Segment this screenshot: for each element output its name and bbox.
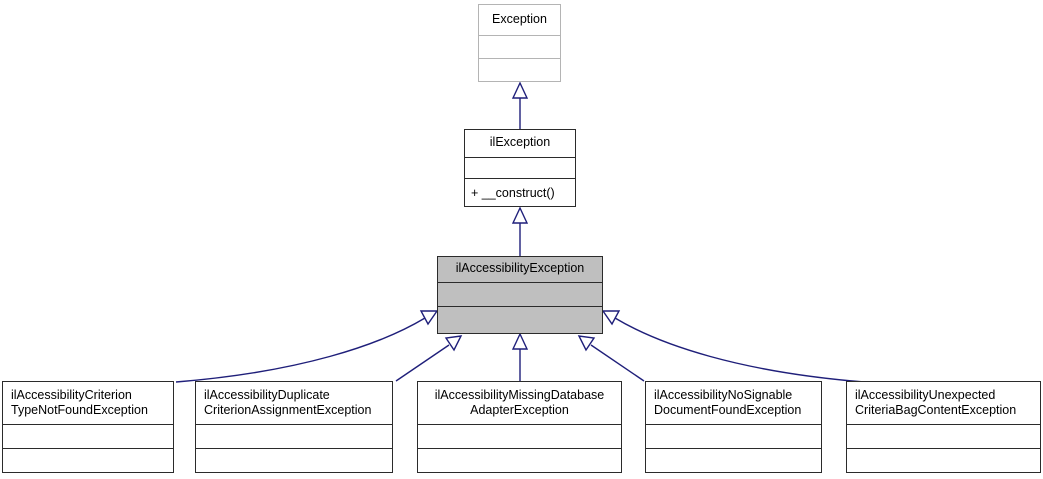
class-operations-ilaccessibilitynosignabledocumentfoundexception bbox=[646, 449, 821, 472]
edge-nosignabledocumentfound-to-parent bbox=[577, 335, 645, 382]
class-node-ilaccessibilitycriteriontypenotfoundexception[interactable]: ilAccessibilityCriterion TypeNotFoundExc… bbox=[2, 381, 174, 473]
edge-ilexception-to-exception bbox=[511, 81, 529, 129]
class-name-ilaccessibilitymissingdatabaseadapterexception: ilAccessibilityMissingDatabase AdapterEx… bbox=[418, 382, 621, 425]
class-attributes-exception bbox=[479, 36, 560, 59]
class-attributes-ilaccessibilityunexpectedcriteriabagcontentexception bbox=[847, 425, 1040, 449]
edge-duplicatecriterionassignment-to-parent bbox=[395, 335, 463, 382]
class-node-ilaccessibilityexception[interactable]: ilAccessibilityException bbox=[437, 256, 603, 334]
class-attributes-ilaccessibilitymissingdatabaseadapterexception bbox=[418, 425, 621, 449]
class-name-ilaccessibilityduplicatecriterionassignmentexception: ilAccessibilityDuplicate CriterionAssign… bbox=[196, 382, 392, 425]
class-attributes-ilaccessibilityduplicatecriterionassignmentexception bbox=[196, 425, 392, 449]
class-attributes-ilaccessibilitycriteriontypenotfoundexception bbox=[3, 425, 173, 449]
class-name-ilaccessibilitycriteriontypenotfoundexception: ilAccessibilityCriterion TypeNotFoundExc… bbox=[3, 382, 173, 425]
class-node-ilaccessibilityunexpectedcriteriabagcontentexception[interactable]: ilAccessibilityUnexpected CriteriaBagCon… bbox=[846, 381, 1041, 473]
class-node-ilexception[interactable]: ilException + __construct() bbox=[464, 129, 576, 207]
class-name-ilaccessibilityexception: ilAccessibilityException bbox=[438, 257, 602, 283]
class-name-exception: Exception bbox=[479, 5, 560, 37]
class-operations-ilaccessibilityunexpectedcriteriabagcontentexception bbox=[847, 449, 1040, 472]
class-operations-ilaccessibilityduplicatecriterionassignmentexception bbox=[196, 449, 392, 472]
class-attributes-ilaccessibilitynosignabledocumentfoundexception bbox=[646, 425, 821, 449]
class-name-ilaccessibilitynosignabledocumentfoundexception: ilAccessibilityNoSignable DocumentFoundE… bbox=[646, 382, 821, 425]
class-attributes-ilaccessibilityexception bbox=[438, 283, 602, 308]
class-node-exception[interactable]: Exception bbox=[478, 4, 561, 82]
edge-criteriontypenotfound-to-parent bbox=[175, 310, 439, 383]
class-operations-exception bbox=[479, 59, 560, 81]
class-node-ilaccessibilityduplicatecriterionassignmentexception[interactable]: ilAccessibilityDuplicate CriterionAssign… bbox=[195, 381, 393, 473]
class-name-ilexception: ilException bbox=[465, 130, 575, 158]
class-operations-ilaccessibilitymissingdatabaseadapterexception bbox=[418, 449, 621, 472]
class-operations-ilaccessibilityexception bbox=[438, 307, 602, 333]
edge-missingdatabaseadapter-to-parent bbox=[511, 332, 529, 381]
class-name-ilaccessibilityunexpectedcriteriabagcontentexception: ilAccessibilityUnexpected CriteriaBagCon… bbox=[847, 382, 1040, 425]
class-operations-ilexception: + __construct() bbox=[471, 185, 555, 200]
class-node-ilaccessibilitymissingdatabaseadapterexception[interactable]: ilAccessibilityMissingDatabase AdapterEx… bbox=[417, 381, 622, 473]
edge-unexpectedcriteriabagcontent-to-parent bbox=[601, 310, 865, 383]
class-operations-ilaccessibilitycriteriontypenotfoundexception bbox=[3, 449, 173, 472]
class-attributes-ilexception bbox=[465, 158, 575, 180]
class-node-ilaccessibilitynosignabledocumentfoundexception[interactable]: ilAccessibilityNoSignable DocumentFoundE… bbox=[645, 381, 822, 473]
edge-ilaccessibilityexception-to-ilexception bbox=[511, 206, 529, 256]
